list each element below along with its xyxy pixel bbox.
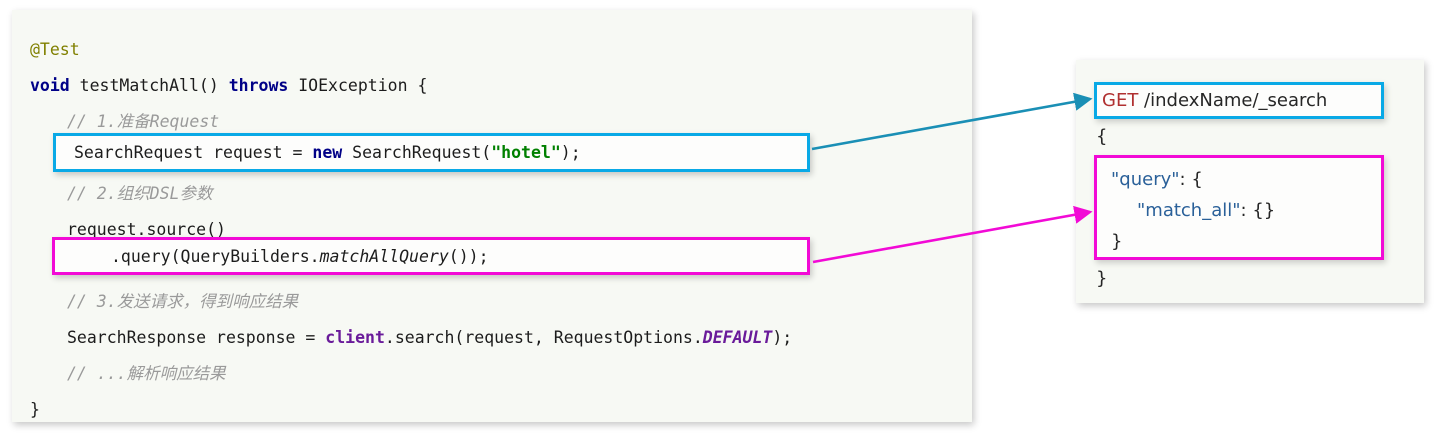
java-code-panel: @Test void testMatchAll() throws IOExcep…: [12, 10, 972, 422]
annotation-test: @Test: [30, 40, 80, 59]
keyword-void: void: [30, 76, 70, 95]
json-after-match-all: : {}: [1240, 200, 1276, 221]
keyword-throws: throws: [228, 76, 289, 95]
method-match-all-query: matchAllQuery: [319, 246, 449, 266]
cyan-highlight-box: SearchRequest request = new SearchReques…: [53, 133, 810, 172]
code-line-comment-2: // 2.组织DSL参数: [12, 176, 972, 212]
method-name: testMatchAll(): [69, 76, 229, 95]
dsl-close-brace: }: [1096, 268, 1108, 289]
exception-type: IOException {: [288, 76, 428, 95]
query-suffix: ());: [448, 246, 489, 266]
request-middle: SearchRequest(: [342, 143, 492, 162]
comment-send-request: // 3.发送请求，得到响应结果: [67, 292, 299, 311]
dsl-open-brace: {: [1096, 126, 1108, 147]
code-line-method-signature: void testMatchAll() throws IOException {: [12, 68, 972, 104]
query-prefix: .query(QueryBuilders.: [111, 246, 320, 266]
response-middle: .search(request, RequestOptions.: [384, 328, 703, 347]
http-verb-get: GET: [1102, 90, 1139, 111]
code-line-comment-4: // ...解析响应结果: [12, 356, 972, 392]
json-key-query: "query": [1111, 169, 1180, 190]
field-default: DEFAULT: [702, 328, 773, 347]
search-path: /indexName/_search: [1138, 90, 1328, 111]
code-line-comment-3: // 3.发送请求，得到响应结果: [12, 284, 972, 320]
request-suffix: );: [560, 143, 581, 162]
response-prefix: SearchResponse response =: [67, 328, 326, 347]
code-line-annotation: @Test: [12, 32, 972, 68]
json-key-match-all: "match_all": [1137, 200, 1241, 221]
statement-request-source: request.source(): [67, 220, 226, 239]
request-prefix: SearchRequest request =: [74, 143, 313, 162]
json-after-query: : {: [1179, 169, 1203, 190]
dsl-match-all-line: "match_all": {}: [1111, 195, 1381, 226]
closing-brace: }: [30, 400, 40, 419]
magenta-highlight-box: .query(QueryBuilders.matchAllQuery());: [52, 237, 810, 275]
dsl-query-key-line: "query": {: [1111, 164, 1381, 195]
comment-build-dsl: // 2.组织DSL参数: [67, 184, 213, 203]
response-suffix: );: [772, 328, 793, 347]
code-line-comment-1: // 1.准备Request: [12, 104, 972, 140]
keyword-new: new: [312, 143, 343, 162]
string-hotel: "hotel": [491, 143, 561, 162]
cyan-url-box: GET /indexName/_search: [1094, 82, 1384, 119]
dsl-inner-close-brace: }: [1111, 231, 1123, 252]
comment-parse-response: // ...解析响应结果: [67, 364, 226, 383]
magenta-query-box: "query": { "match_all": {} }: [1094, 155, 1384, 260]
comment-prepare-request: // 1.准备Request: [67, 112, 220, 131]
code-line-search-response: SearchResponse response = client.search(…: [12, 320, 972, 356]
code-line-request-source: request.source(): [12, 212, 972, 248]
field-client: client: [325, 328, 385, 347]
code-line-closing-brace: }: [12, 392, 972, 428]
